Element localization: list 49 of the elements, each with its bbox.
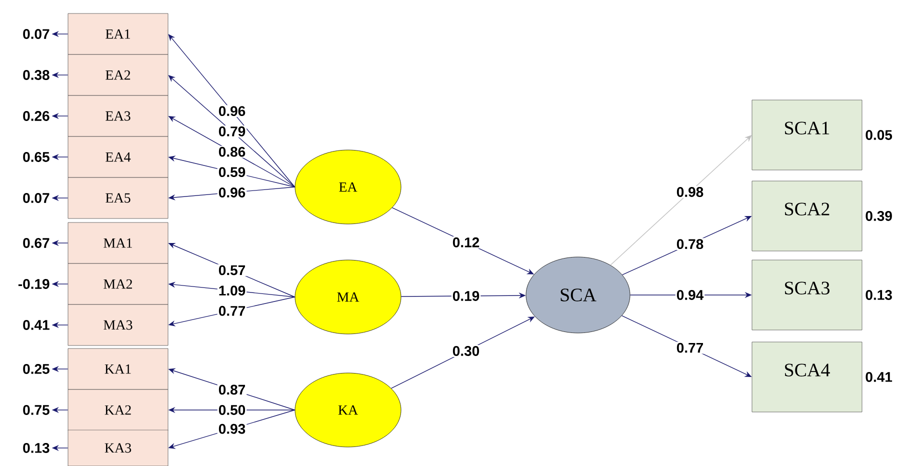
edge-label: 0.96 <box>217 186 247 198</box>
error-value: 0.13 <box>23 443 50 453</box>
edge-label: 0.19 <box>451 290 481 302</box>
error-value: 0.38 <box>23 70 50 80</box>
error-value: 0.13 <box>866 290 892 300</box>
indicator-box: SCA4 <box>752 342 862 412</box>
edge-label: 0.79 <box>217 125 247 138</box>
edge-label: 0.57 <box>217 264 247 276</box>
indicator-box: MA3 <box>68 304 168 346</box>
indicator-box: MA2 <box>68 263 168 305</box>
indicator-box: KA2 <box>68 389 168 431</box>
error-value: 0.05 <box>866 130 892 140</box>
indicator-box: EA4 <box>68 136 168 178</box>
error-value: 0.25 <box>23 364 50 374</box>
indicator-box: MA1 <box>68 222 168 264</box>
indicator-box: EA1 <box>68 13 168 55</box>
edge-label: 0.30 <box>451 345 481 357</box>
indicator-box: KA1 <box>68 348 168 390</box>
error-value: 0.07 <box>23 29 50 39</box>
edge-label: 0.86 <box>217 146 247 158</box>
edge-label: 0.77 <box>217 304 247 317</box>
error-value: 0.26 <box>23 111 50 121</box>
error-value: 0.41 <box>866 372 892 382</box>
indicator-box: SCA1 <box>752 100 862 170</box>
error-value: 0.39 <box>866 211 892 221</box>
indicator-box: KA3 <box>68 430 168 466</box>
edge-label: 0.77 <box>675 342 705 354</box>
indicator-box: SCA2 <box>752 180 862 252</box>
edge-label: 0.93 <box>217 422 247 435</box>
error-value: 0.07 <box>23 193 50 203</box>
error-value: -0.19 <box>18 279 50 289</box>
edge-label: 0.94 <box>675 289 705 301</box>
error-value: 0.41 <box>23 320 50 330</box>
edge-label: 0.59 <box>217 166 247 178</box>
indicator-box: EA5 <box>68 177 168 219</box>
indicator-box: EA3 <box>68 95 168 137</box>
error-value: 0.65 <box>23 152 50 162</box>
edge-label: 0.87 <box>217 384 247 396</box>
arrow <box>168 34 296 188</box>
indicator-box: EA2 <box>68 54 168 96</box>
error-value: 0.67 <box>23 238 50 248</box>
edge-label: 0.78 <box>675 238 705 250</box>
error-value: 0.75 <box>23 405 50 415</box>
edge-label: 0.12 <box>451 236 481 248</box>
edge-label: 0.50 <box>217 404 247 416</box>
indicator-box: SCA3 <box>752 260 862 330</box>
edge-label: 0.96 <box>217 105 247 118</box>
edge-label: 0.98 <box>675 186 705 198</box>
edge-label: 1.09 <box>217 284 247 297</box>
